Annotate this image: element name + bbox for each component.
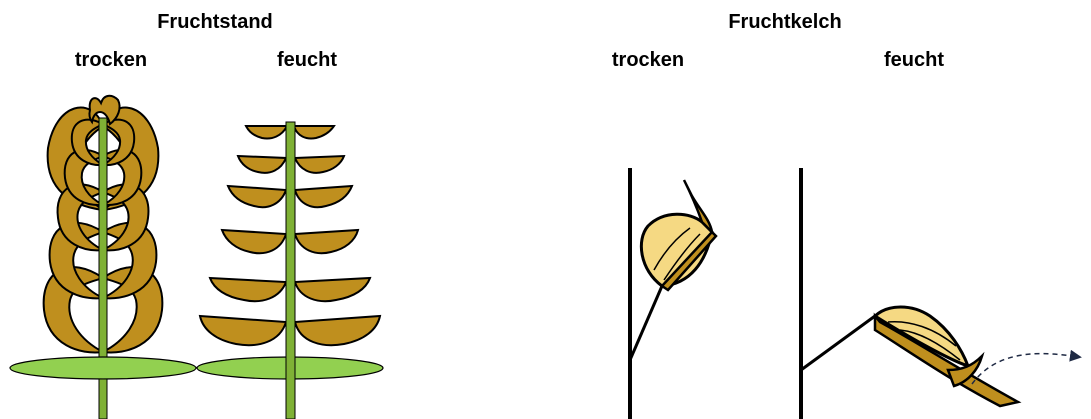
wet-capsule-left-4 bbox=[222, 230, 286, 253]
disc-left bbox=[10, 357, 196, 379]
dry-calyx-pedicel bbox=[630, 286, 662, 360]
wet-capsule-left-6 bbox=[200, 316, 286, 345]
wet-stem bbox=[286, 122, 295, 419]
wet-capsule-right-5 bbox=[295, 278, 370, 301]
wet-capsule-left-5 bbox=[210, 278, 286, 301]
wet-capsule-left-1 bbox=[246, 126, 287, 139]
calyx-dry bbox=[630, 168, 716, 419]
wet-calyx-pedicel bbox=[801, 316, 875, 370]
wet-capsule-left-2 bbox=[238, 156, 286, 173]
wet-capsule-left-3 bbox=[228, 186, 286, 207]
wet-capsule-right-3 bbox=[295, 186, 352, 207]
seed-dispersal-arrow bbox=[972, 354, 1072, 384]
wet-capsule-right-4 bbox=[295, 230, 358, 253]
wet-capsule-right-2 bbox=[295, 156, 344, 173]
wet-capsule-right-1 bbox=[294, 126, 334, 139]
dry-stem-lower bbox=[99, 379, 107, 419]
calyx-wet bbox=[801, 168, 1018, 419]
wet-capsule-right-6 bbox=[295, 316, 380, 345]
